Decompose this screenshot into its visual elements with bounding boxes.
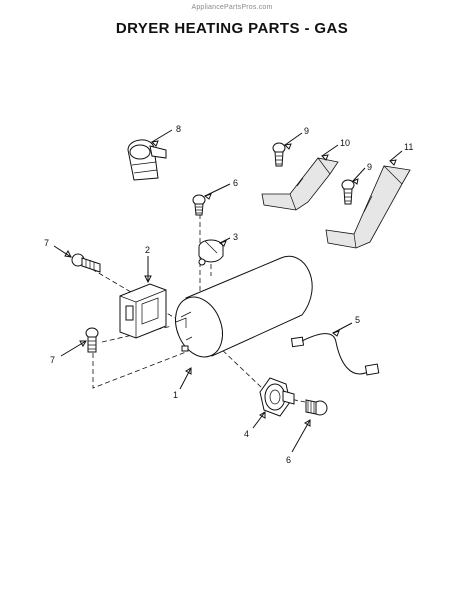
callout-7-bottom: 7 [50,355,55,365]
callout-10: 10 [340,138,350,148]
callout-3: 3 [233,232,238,242]
part-combustion-chamber [175,255,313,358]
screw-9-right [341,179,355,205]
screw-6-bottom [305,399,328,416]
callout-6-bottom: 6 [286,455,291,465]
callout-1: 1 [173,390,178,400]
part-clamp-8 [127,139,167,181]
callout-leader-lines [53,129,403,453]
callout-4: 4 [244,429,249,439]
screw-7-top [71,253,101,273]
part-bracket-2 [119,283,167,339]
part-wire-harness-5 [290,333,380,376]
watermark: AppliancePartsPros.com [191,4,273,11]
callout-6-top: 6 [233,178,238,188]
callout-9-left: 9 [304,126,309,136]
callout-9-right: 9 [367,162,372,172]
page-title: DRYER HEATING PARTS - GAS [115,20,349,37]
callout-2: 2 [145,245,150,255]
screw-6-top [192,194,206,216]
part-bracket-10 [261,157,339,211]
part-sensor-3 [198,239,224,266]
callout-8: 8 [176,124,181,134]
screw-7-bottom [85,327,99,353]
callout-7-top: 7 [44,238,49,248]
callout-labels: 1 2 3 4 5 6 6 7 7 8 9 9 10 11 [44,124,413,465]
callout-5: 5 [355,315,360,325]
part-bracket-11 [325,165,411,249]
callout-11: 11 [404,142,413,152]
part-igniter-4 [259,377,295,417]
screw-9-left [272,142,286,167]
